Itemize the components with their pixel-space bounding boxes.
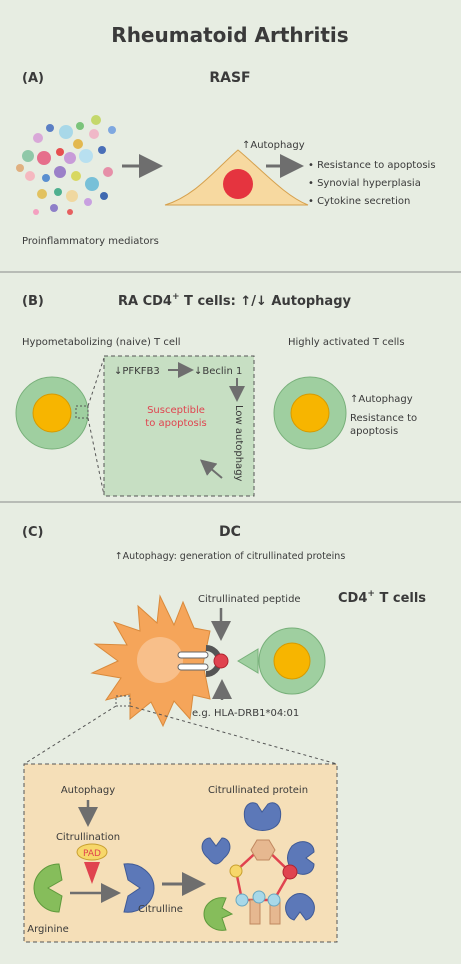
protein-subunit-bottom-left [203, 897, 234, 931]
section-b-title: RA CD4+ T cells: ↑/↓ Autophagy [118, 292, 352, 309]
protein-subunit-top [243, 802, 282, 831]
beclin-label: ↓Beclin 1 [194, 366, 242, 377]
citrulline-label: Citrulline [138, 904, 183, 915]
citrullination-inset [23, 763, 338, 943]
citrullinated-peptide-dot [213, 653, 229, 669]
activated-t-cell-nucleus [290, 393, 330, 433]
protein-subunit-left [201, 837, 231, 865]
zoom-source-box [75, 405, 89, 419]
section-b-label: (B) [22, 294, 44, 309]
naive-t-cell-zoom-box [103, 355, 255, 497]
activated-t-cell-caption: Highly activated T cells [288, 337, 405, 348]
activated-resistance-1: Resistance to [350, 413, 417, 424]
pad-enzyme [76, 843, 108, 861]
hla-label: e.g. HLA-DRB1*04:01 [192, 708, 299, 719]
low-autophagy-label: Low autophagy [233, 405, 244, 482]
cd4-t-cell-nucleus [273, 642, 311, 680]
citrullinated-protein-label: Citrullinated protein [208, 785, 308, 796]
rasf-nucleus [223, 169, 253, 199]
naive-t-cell-caption: Hypometabolizing (naive) T cell [22, 337, 181, 348]
pfkfb3-label: ↓PFKFB3 [114, 366, 160, 377]
susceptible-label-2: to apoptosis [145, 418, 206, 429]
section-b: (B) RA CD4+ T cells: ↑/↓ Autophagy Hypom… [15, 292, 417, 497]
section-c: (C) DC ↑Autophagy: generation of citrull… [22, 524, 426, 943]
activated-autophagy-label: ↑Autophagy [350, 394, 413, 405]
dendritic-cell-nucleus [137, 637, 183, 683]
section-c-title: DC [219, 524, 241, 540]
citrullination-label: Citrullination [56, 832, 120, 843]
rasf-autophagy-label: ↑Autophagy [242, 140, 305, 151]
pad-pointer [84, 862, 100, 884]
section-a-label: (A) [22, 71, 44, 86]
citrulline-shape [123, 863, 155, 913]
section-a: (A) RASF [16, 70, 436, 247]
pad-label: PAD [83, 849, 101, 859]
activated-resistance-2: apoptosis [350, 426, 398, 437]
figure-title: Rheumatoid Arthritis [111, 23, 348, 47]
susceptible-label-1: Susceptible [147, 405, 205, 416]
arginine-shape [33, 863, 63, 913]
citrullinated-protein-complex [201, 802, 315, 931]
section-a-title: RASF [209, 70, 250, 86]
mediators-label: Proinflammatory mediators [22, 236, 159, 247]
cd4-t-cells-label: CD4+ T cells [338, 589, 426, 606]
citrullinated-peptide-label: Citrullinated peptide [198, 594, 301, 605]
naive-t-cell-nucleus [32, 393, 72, 433]
rasf-bullet-3: • Cytokine secretion [308, 196, 410, 207]
protein-subunit-bottom-right [285, 893, 315, 921]
section-c-subtitle: ↑Autophagy: generation of citrullinated … [115, 551, 346, 562]
t-cell-receptor [237, 648, 259, 674]
arginine-label: Arginine [27, 924, 69, 935]
proinflammatory-mediators-dots [16, 115, 116, 215]
inset-autophagy-label: Autophagy [61, 785, 115, 796]
rasf-bullet-2: • Synovial hyperplasia [308, 178, 421, 189]
section-c-label: (C) [22, 525, 43, 540]
zoom-source-box-dc [115, 695, 131, 707]
rasf-bullet-1: • Resistance to apoptosis [308, 160, 436, 171]
